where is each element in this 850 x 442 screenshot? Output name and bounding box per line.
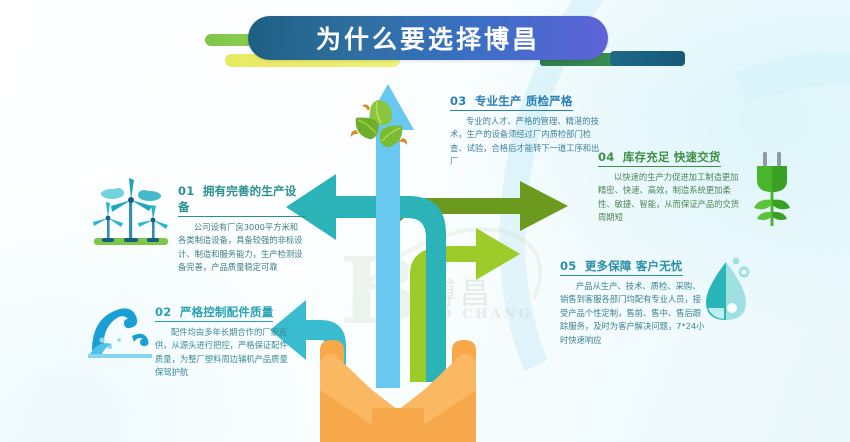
feature-body-04: 以快速的生产力促进加工制造更加精密、快速、高效，制造系统更加柔性、敏捷、智能，从… (598, 172, 740, 223)
feature-block-04: 04 库存充足 快速交货 以快速的生产力促进加工制造更加精密、快速、高效，制造系… (598, 148, 740, 225)
feature-block-02: 02 严格控制配件质量 配件均由多年长期合作的厂家直供，从源头进行把控，严格保证… (155, 303, 295, 380)
wind-turbine-icon (93, 178, 168, 245)
feature-heading-03: 专业生产 质检严格 (474, 94, 573, 108)
page-title: 为什么要选择博昌 (315, 25, 540, 54)
feature-body-01: 公司设有厂房3000平方米和各类制造设备，具备较强的非标设计、制造和服务能力，生… (178, 222, 303, 273)
title-banner: 为什么要选择博昌 (248, 16, 608, 60)
water-wave-icon (88, 308, 152, 358)
feature-body-02: 配件均由多年长期合作的厂家直供，从源头进行把控，严格保证配件质量，为整厂塑料周边… (155, 327, 288, 378)
banner-accent-deepblue (610, 51, 685, 66)
cupped-hands (320, 340, 476, 442)
feature-title-02: 02 严格控制配件质量 (155, 304, 274, 322)
recycle-leaves-icon (350, 100, 408, 148)
green-plug-plant-icon (754, 152, 790, 226)
feature-number-01: 01 (178, 184, 195, 198)
feature-heading-02: 严格控制配件质量 (179, 305, 274, 319)
feature-block-03: 03 专业生产 质检严格 专业的人才、严格的管理、精湛的技术，生产的设备须经过厂… (450, 92, 602, 169)
arrow-left-teal (286, 174, 446, 382)
water-drop-icon (706, 257, 750, 320)
title-banner-group: 为什么要选择博昌 (0, 8, 850, 67)
feature-title-01: 01 拥有完善的生产设备 (178, 183, 306, 217)
feature-block-01: 01 拥有完善的生产设备 公司设有厂房3000平方米和各类制造设备，具备较强的非… (178, 183, 306, 275)
feature-body-03: 专业的人才、严格的管理、精湛的技术，生产的设备须经过厂内质检部门检查、试验，合格… (450, 116, 600, 167)
feature-title-05: 05 更多保障 客户无忧 (560, 258, 683, 276)
feature-title-04: 04 库存充足 快速交货 (598, 149, 721, 167)
feature-heading-04: 库存充足 快速交货 (622, 150, 721, 164)
feature-heading-01: 拥有完善的生产设备 (178, 184, 297, 214)
arrow-right-lightgreen (410, 228, 520, 382)
feature-block-05: 05 更多保障 客户无忧 产品从生产、技术、质检、采购、销售到客服各部门均配有专… (560, 257, 708, 347)
feature-heading-05: 更多保障 客户无忧 (584, 259, 683, 273)
feature-number-03: 03 (450, 94, 467, 108)
feature-number-04: 04 (598, 150, 615, 164)
feature-number-02: 02 (155, 305, 172, 319)
feature-body-05: 产品从生产、技术、质检、采购、销售到客服各部门均配有专业人员，接受产品个性定制，… (560, 281, 705, 345)
feature-number-05: 05 (560, 259, 577, 273)
feature-title-03: 03 专业生产 质检严格 (450, 93, 573, 111)
central-arrow-graphic (270, 84, 568, 442)
